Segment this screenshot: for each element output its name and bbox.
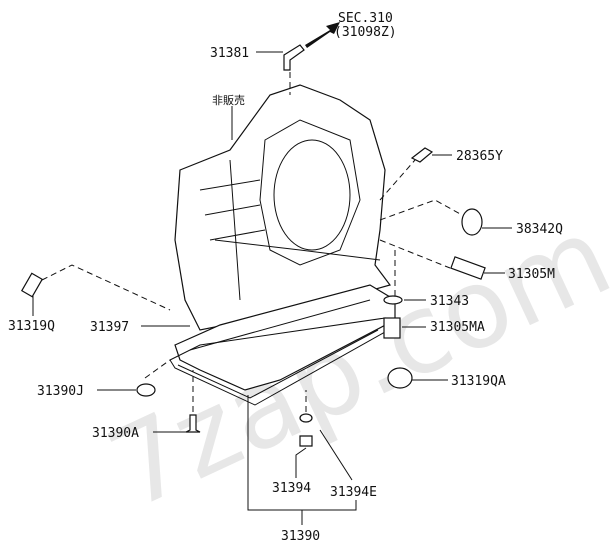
label-31319QA[interactable]: 31319QA	[451, 374, 506, 389]
label-38342Q[interactable]: 38342Q	[516, 222, 563, 237]
label-not-for-sale: 非販売	[212, 94, 245, 107]
transmission-case	[174, 84, 392, 331]
label-31381[interactable]: 31381	[210, 46, 249, 61]
drain-plug-part	[299, 435, 313, 447]
label-31394E[interactable]: 31394E	[330, 485, 377, 500]
label-28365Y[interactable]: 28365Y	[456, 149, 503, 164]
label-31390A[interactable]: 31390A	[92, 426, 139, 441]
label-31390J[interactable]: 31390J	[37, 384, 84, 399]
sensor-part	[20, 272, 44, 298]
label-31390[interactable]: 31390	[281, 529, 320, 544]
bolt-part	[185, 414, 201, 433]
connector-part	[450, 256, 486, 280]
label-31305MA[interactable]: 31305MA	[430, 320, 485, 335]
plug-part	[383, 317, 401, 339]
label-31319Q[interactable]: 31319Q	[8, 319, 55, 334]
breather-hose-part	[283, 44, 305, 71]
cap-part	[387, 367, 413, 389]
o-ring-part	[383, 295, 403, 305]
grommet-part	[136, 383, 156, 397]
label-31305M[interactable]: 31305M	[508, 267, 555, 282]
label-sec-ref: SEC.310	[338, 11, 393, 26]
label-31394[interactable]: 31394	[272, 481, 311, 496]
label-31397[interactable]: 31397	[90, 320, 129, 335]
washer-part	[299, 413, 313, 423]
clip-part	[410, 147, 434, 163]
label-sec-ref-part: (31098Z)	[334, 25, 397, 40]
seal-ring-part	[461, 208, 483, 236]
arrow-icon	[305, 22, 340, 48]
label-31343[interactable]: 31343	[430, 294, 469, 309]
